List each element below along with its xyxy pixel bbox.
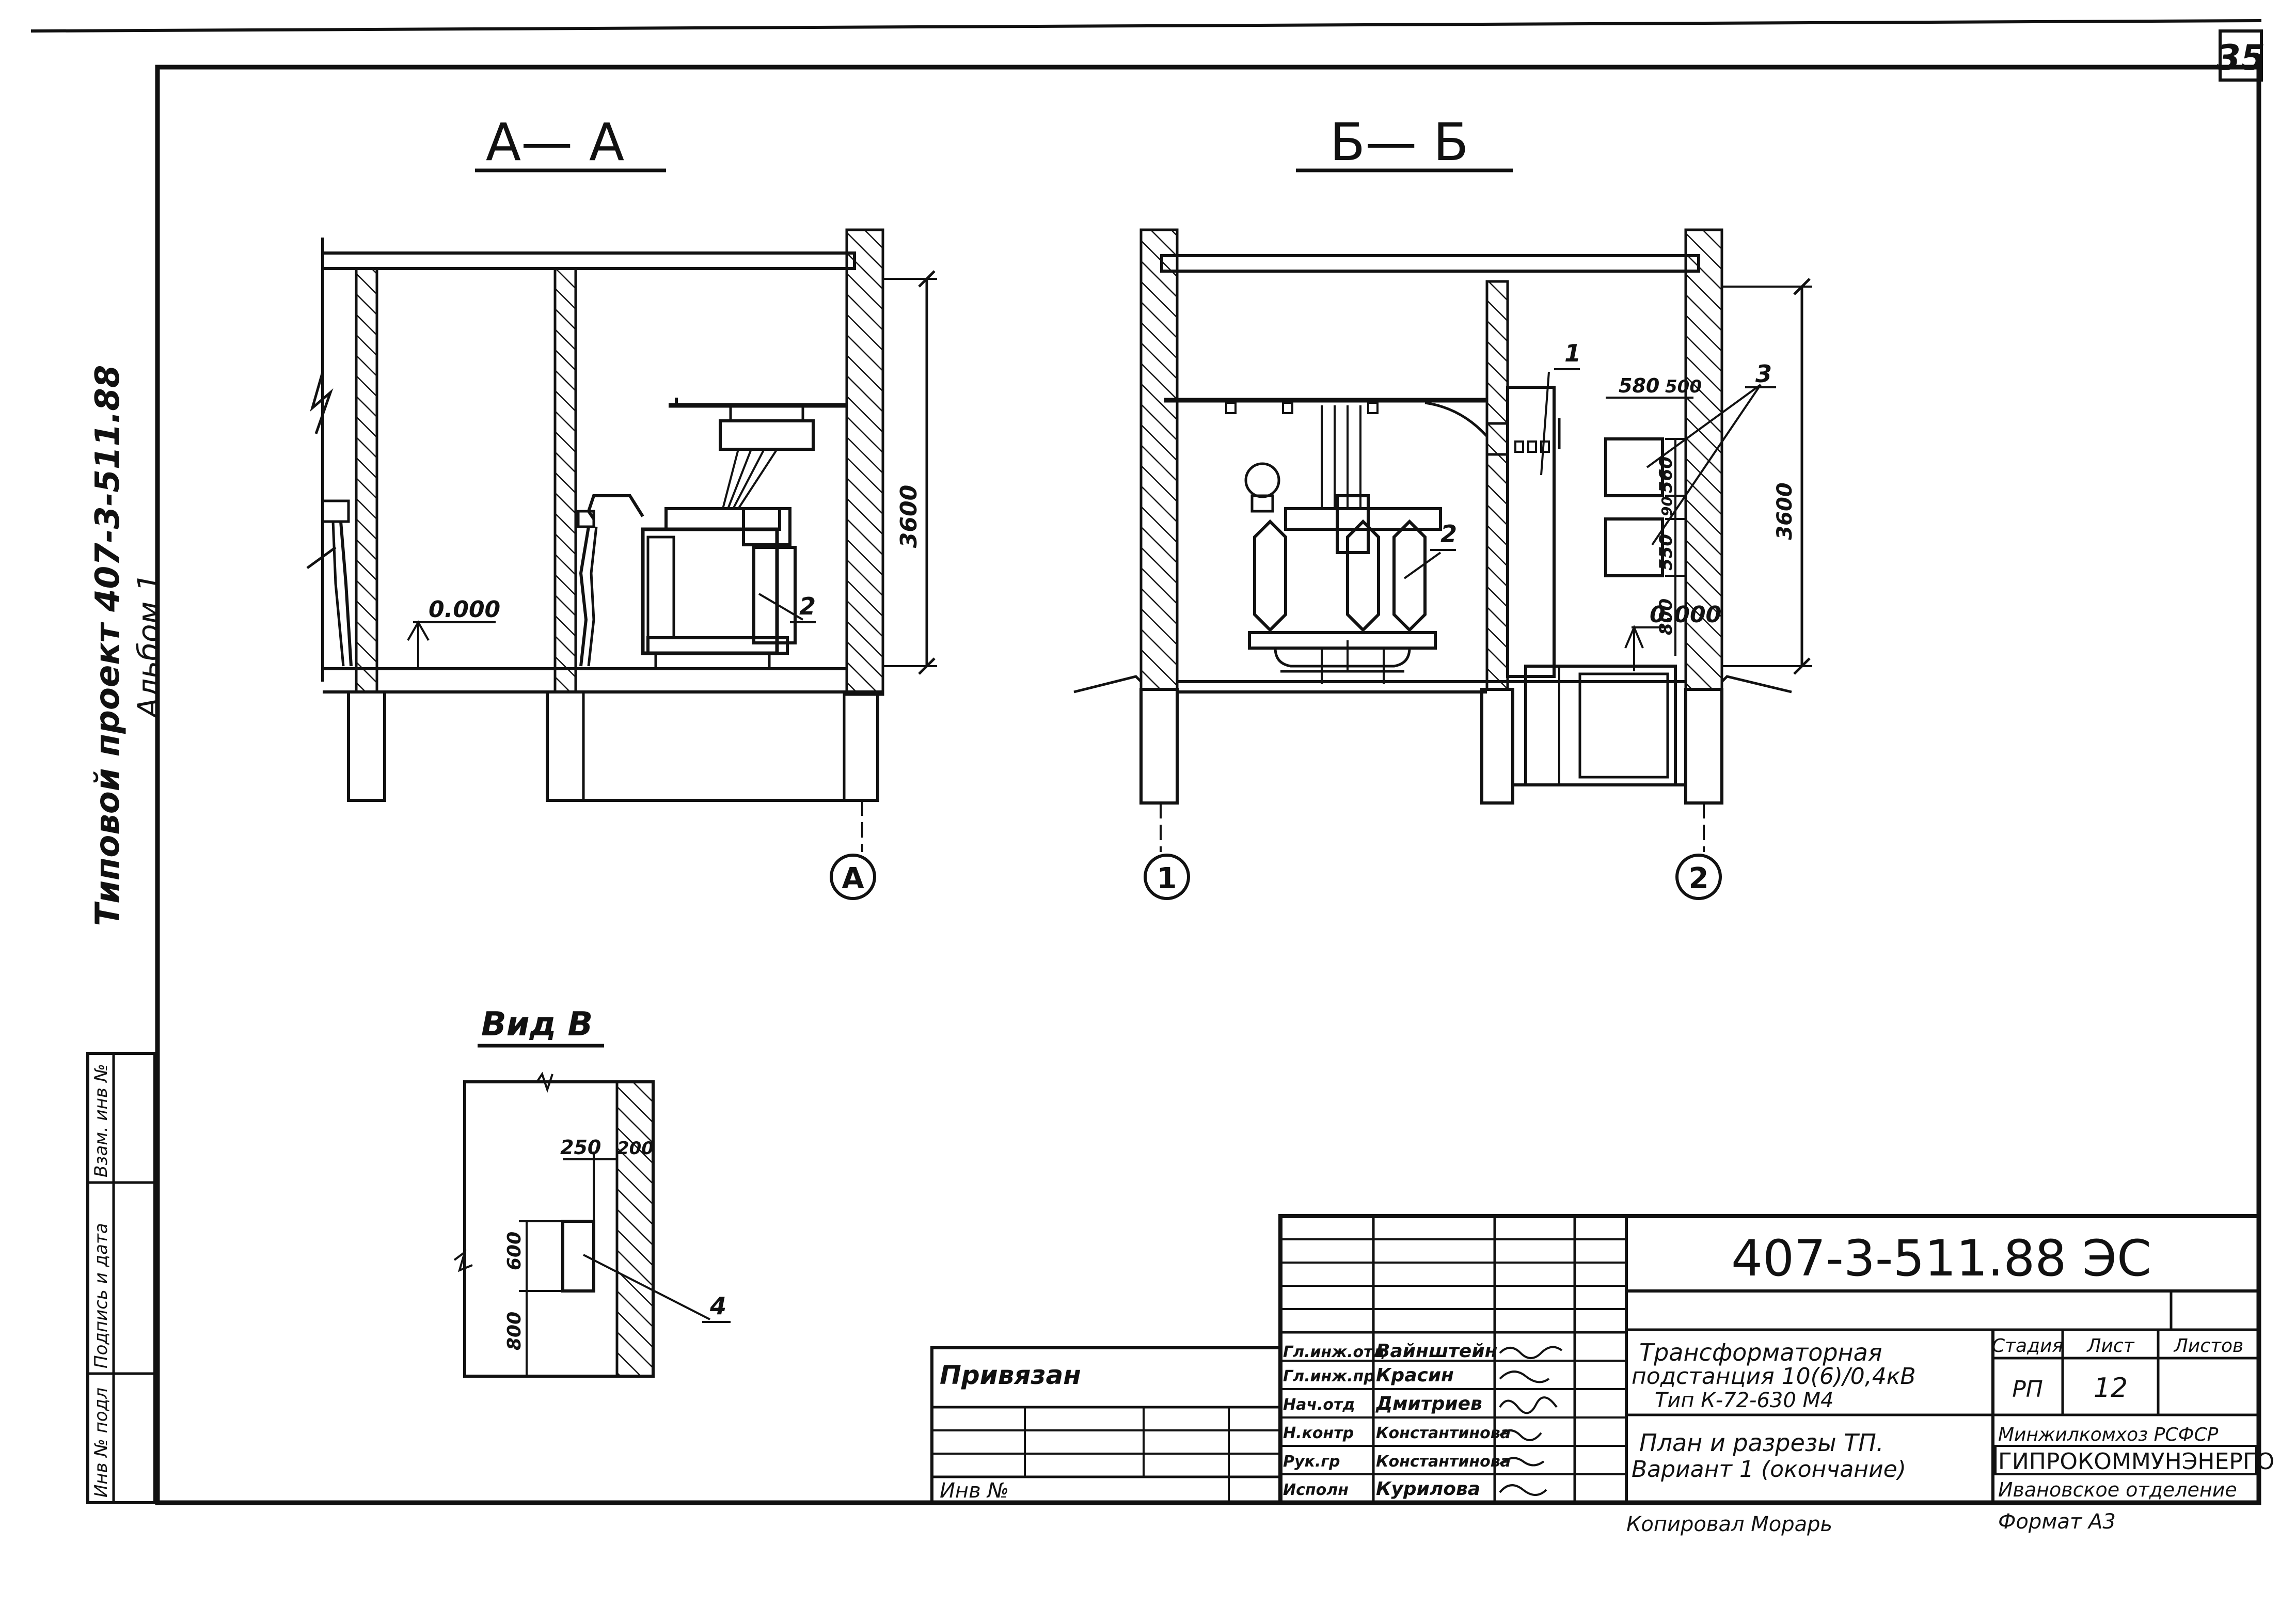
left-strip-table: Инв № подл Подпись и дата Взам. инв № [86,1052,156,1504]
title-line1: Трансформаторная [1639,1338,1882,1366]
name-3: Константинова [1376,1424,1511,1442]
privyazan-label: Привязан [940,1360,1081,1390]
axis-1-label: 1 [1157,862,1177,895]
vb-callout-4: 4 [709,1292,726,1320]
section-aa: А— А А [306,112,937,900]
name-5: Курилова [1376,1478,1480,1500]
strip-inv-podl: Инв № подл [91,1388,112,1498]
org-line3: Ивановское отделение [1998,1478,2237,1501]
name-2: Дмитриев [1375,1393,1482,1414]
sheet-header: Лист [2086,1335,2134,1357]
axis-a-label: А [842,862,864,895]
name-1: Красин [1376,1365,1454,1386]
subtitle-line1: План и разрезы ТП. [1639,1429,1883,1457]
section-bb: Б— Б 1 2 [1073,112,1812,900]
bb-callout-2: 2 [1440,520,1457,548]
bb-dim-560: 560 [1656,456,1676,493]
section-bb-title: Б— Б [1330,112,1469,172]
copied-by: Копировал Морарь [1626,1513,1832,1536]
vb-dim-200: 200 [617,1138,654,1159]
title-line2: подстанция 10(6)/0,4кВ [1632,1363,1916,1390]
side-label-album: Альбом 1 [131,573,166,720]
bb-height-dim: 3600 [1773,482,1797,540]
bb-callout-1: 1 [1564,339,1581,367]
bb-dim-90: 90 [1658,496,1675,516]
role-2: Нач.отд [1283,1396,1355,1414]
name-4: Константинова [1376,1453,1511,1471]
aa-callout-2: 2 [799,592,816,620]
org-line1: Минжилкомхоз РСФСР [1998,1424,2219,1445]
bb-dim-800: 800 [1656,598,1676,635]
role-4: Рук.гр [1283,1453,1340,1471]
subtitle-line2: Вариант 1 (окончание) [1632,1456,1906,1483]
bb-dim-500: 500 [1665,376,1702,397]
title-block: Привязан Инв № Гл.инж.отд Вайнштейн Гл.и… [930,1214,2274,1536]
sheet-no-value: 12 [2094,1373,2128,1404]
strip-replace-inv: Взам. инв № [91,1064,112,1177]
side-label: Типовой проект 407-3-511.88 Альбом 1 [89,365,166,926]
bb-level-mark: 0.000 [1650,602,1721,628]
role-1: Гл.инж.пр [1283,1367,1375,1385]
name-0: Вайнштейн [1376,1341,1497,1362]
format-label: Формат А3 [1998,1510,2116,1534]
aa-level-mark: 0.000 [429,596,500,623]
bb-callout-3: 3 [1755,360,1772,388]
view-b: Вид В 250 200 600 800 4 [453,1005,731,1378]
role-0: Гл.инж.отд [1283,1343,1385,1361]
vb-dim-800: 800 [504,1312,525,1350]
side-label-project: Типовой проект 407-3-511.88 [89,365,127,926]
stage-value: РП [2012,1376,2043,1403]
view-b-title: Вид В [481,1005,593,1044]
role-5: Исполн [1283,1481,1349,1499]
sheet-number: 35 [2216,38,2266,78]
stage-header: Стадия [1992,1335,2063,1357]
section-aa-title: А— А [486,112,625,172]
bb-dim-550: 550 [1656,534,1676,571]
role-3: Н.контр [1283,1424,1354,1442]
vb-dim-250: 250 [560,1136,601,1159]
axis-2-label: 2 [1689,862,1709,895]
aa-height-dim: 3600 [896,485,922,548]
vb-dim-600: 600 [504,1232,525,1270]
inv-no-label: Инв № [940,1479,1009,1503]
title-line3: Тип К-72-630 М4 [1655,1389,1833,1412]
sheets-header: Листов [2173,1335,2243,1357]
doc-code: 407-3-511.88 ЭС [1731,1230,2151,1287]
bb-dim-580: 580 [1619,374,1659,397]
strip-signature-date: Подпись и дата [91,1223,112,1368]
org-line2: ГИПРОКОММУНЭНЕРГО [1998,1448,2274,1475]
